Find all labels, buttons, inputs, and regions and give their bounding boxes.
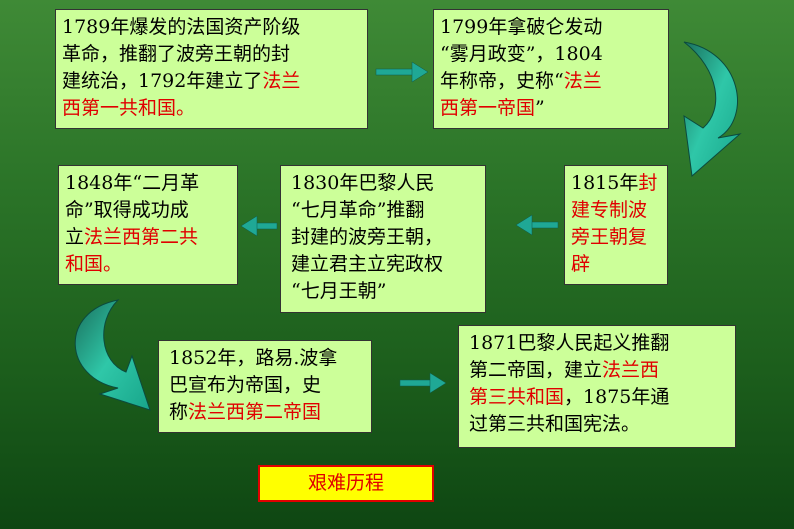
event-text-line: 建统治，1792年建立了法兰 bbox=[62, 68, 361, 95]
event-text-line: 命”取得成功成 bbox=[65, 199, 189, 221]
event-1848-box: 1848年“二月革 命”取得成功成 立法兰西第二共 和国。 bbox=[58, 165, 238, 285]
event-1871-box: 1871巴黎人民起义推翻 第二帝国，建立法兰西 第三共和国，1875年通 过第三… bbox=[458, 325, 736, 448]
event-text: ” bbox=[535, 97, 545, 119]
event-1789-box: 1789年爆发的法国资产阶级 革命，推翻了波旁王朝的封 建统治，1792年建立了… bbox=[55, 9, 368, 129]
event-text-line: 1852年，路易.波拿 bbox=[169, 347, 338, 369]
highlight-text: 法兰西 bbox=[602, 359, 660, 381]
event-text-line: “七月王朝” bbox=[291, 280, 387, 302]
event-text-line: 年称帝，史称“法兰 bbox=[440, 68, 662, 95]
event-text-line: 巴宣布为帝国，史 bbox=[169, 374, 322, 396]
highlight-text: 和国。 bbox=[65, 253, 123, 275]
event-text-line: 1815年封 bbox=[571, 170, 661, 197]
arrow-right-icon bbox=[399, 372, 447, 394]
highlight-text: 法兰西第二共 bbox=[84, 226, 199, 248]
event-1852-box: 1852年，路易.波拿 巴宣布为帝国，史 称法兰西第二帝国 bbox=[158, 340, 372, 433]
highlight-text: 辟 bbox=[571, 253, 591, 275]
event-text-line: 1830年巴黎人民 bbox=[291, 172, 435, 194]
event-text-line: “雾月政变”，1804 bbox=[440, 43, 603, 65]
event-text-line: 1848年“二月革 bbox=[65, 172, 200, 194]
event-text-line: 1789年爆发的法国资产阶级 bbox=[62, 16, 301, 38]
event-text-line: “七月革命”推翻 bbox=[291, 199, 425, 221]
event-1830-box: 1830年巴黎人民 “七月革命”推翻 封建的波旁王朝， 建立君主立宪政权 “七月… bbox=[280, 165, 486, 313]
event-text: 1815年 bbox=[571, 172, 639, 194]
event-text: 立 bbox=[65, 226, 85, 248]
event-text-line: 称法兰西第二帝国 bbox=[169, 399, 365, 426]
curved-arrow-right-icon bbox=[683, 41, 742, 177]
arrow-left-icon bbox=[240, 215, 278, 237]
event-text: 称 bbox=[169, 401, 189, 423]
event-1815-box: 1815年封 建专制波 旁王朝复 辟 bbox=[564, 165, 668, 285]
arrow-left-icon bbox=[515, 214, 559, 236]
slide-title: 艰难历程 bbox=[258, 465, 434, 502]
event-text: 建统治，1792年建立了 bbox=[62, 70, 263, 92]
highlight-text: 第三共和国 bbox=[469, 386, 565, 408]
event-text-line: 封建的波旁王朝， bbox=[291, 226, 444, 248]
event-text-line: 1799年拿破仑发动 bbox=[440, 16, 603, 38]
highlight-text: 法兰 bbox=[563, 70, 602, 92]
event-text-line: 立法兰西第二共 bbox=[65, 224, 231, 251]
event-text-line: 第二帝国，建立法兰西 bbox=[469, 357, 729, 384]
highlight-text: 建专制波 bbox=[571, 199, 648, 221]
event-text-line: 第三共和国，1875年通 bbox=[469, 384, 729, 411]
event-text-line: 革命，推翻了波旁王朝的封 bbox=[62, 43, 291, 65]
highlight-text: 西第一共和国。 bbox=[62, 97, 196, 119]
event-text-line: 过第三共和国宪法。 bbox=[469, 413, 641, 435]
event-text: 第二帝国，建立 bbox=[469, 359, 603, 381]
arrow-right-icon bbox=[375, 61, 429, 83]
curved-arrow-left-icon bbox=[74, 299, 151, 411]
event-text-line: 建立君主立宪政权 bbox=[291, 253, 444, 275]
highlight-text: 封 bbox=[638, 172, 658, 194]
event-1799-box: 1799年拿破仑发动 “雾月政变”，1804 年称帝，史称“法兰 西第一帝国” bbox=[433, 9, 669, 129]
event-text: 年称帝，史称“ bbox=[440, 70, 564, 92]
highlight-text: 西第一帝国 bbox=[440, 97, 536, 119]
highlight-text: 法兰 bbox=[262, 70, 301, 92]
event-text-line: 1871巴黎人民起义推翻 bbox=[469, 332, 670, 354]
highlight-text: 法兰西第二帝国 bbox=[188, 401, 322, 423]
highlight-text: 旁王朝复 bbox=[571, 226, 648, 248]
event-text: ，1875年通 bbox=[564, 386, 670, 408]
event-text-line: 西第一帝国” bbox=[440, 95, 662, 122]
